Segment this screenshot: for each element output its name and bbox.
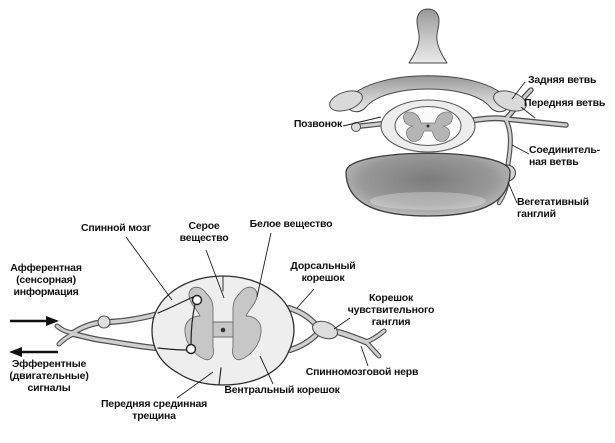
transverse-process-left: [329, 90, 363, 112]
vertebral-body-shape: [345, 152, 511, 217]
vertebral-arch-shape: [345, 75, 511, 113]
label-dorsal-root: Дорсальный корешок: [290, 260, 356, 284]
leader-lines: [125, 81, 536, 399]
left-spinal-ganglion: [97, 315, 111, 329]
sensory-ganglion-swelling: [311, 320, 339, 340]
label-spinal-cord: Спинной мозг: [81, 222, 151, 234]
label-sensory-ganglion: Корешок чувствительного ганглия: [347, 292, 435, 328]
label-gray-matter: Серое вещество: [179, 220, 229, 244]
afferent-arrow: [10, 316, 59, 326]
central-canal: [220, 327, 226, 333]
label-vertebra: Позвонок: [293, 118, 342, 130]
spinal-cord-illustration: [54, 275, 387, 386]
gray-matter-butterfly: [184, 286, 262, 361]
label-afferent-info: Афферентная (сенсорная) информация: [10, 262, 82, 298]
label-anterior-branch: Передняя ветвь: [524, 97, 606, 109]
label-autonomic-ganglion: Вегетативный ганглий: [517, 196, 589, 220]
label-communicating-branch: Соединитель- ная ветвь: [529, 144, 600, 168]
reflex-arc-neurons: [157, 294, 203, 355]
label-spinal-nerve: Спинномозговой нерв: [305, 366, 419, 378]
vertebra-illustration: [329, 8, 569, 217]
label-white-matter: Белое вещество: [249, 218, 333, 230]
central-canal-small: [426, 124, 430, 128]
vertebral-body-highlight: [370, 192, 486, 210]
label-efferent-signals: Эфферентные (двигательные) сигналы: [9, 358, 89, 394]
spinous-process-shape: [408, 8, 448, 64]
label-posterior-branch: Задняя ветвь: [528, 74, 597, 86]
label-anterior-fissure: Передняя срединная трещина: [100, 398, 208, 422]
anterior-median-fissure-shape: [218, 367, 222, 386]
efferent-arrow: [9, 347, 58, 357]
label-ventral-root: Вентральный корешок: [224, 384, 340, 396]
cord-roots-and-nerves: [54, 305, 387, 359]
transverse-process-right: [493, 90, 527, 112]
